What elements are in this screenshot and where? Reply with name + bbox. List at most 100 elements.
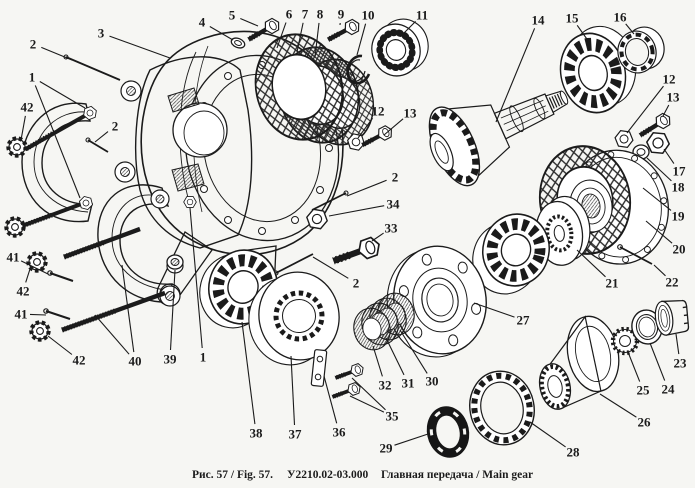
splined-disc-37 bbox=[248, 271, 340, 366]
callout-20: 20 bbox=[673, 242, 686, 257]
callout-leader-41 bbox=[29, 313, 47, 316]
pin-2c bbox=[311, 190, 349, 211]
callout-12: 12 bbox=[663, 72, 676, 87]
callout-leader-23 bbox=[675, 333, 680, 355]
cap-bolt-shank-1a bbox=[25, 112, 89, 151]
callout-35: 35 bbox=[386, 409, 400, 424]
callout-31: 31 bbox=[402, 376, 415, 391]
callout-leader-7 bbox=[296, 22, 304, 53]
callout-leader-3 bbox=[109, 35, 171, 59]
figure-part-number: У2210.02-03.000 bbox=[287, 469, 369, 481]
callout-10: 10 bbox=[362, 8, 375, 23]
callout-41: 41 bbox=[15, 307, 28, 322]
callout-leader-2 bbox=[94, 131, 109, 143]
callout-13: 13 bbox=[404, 106, 418, 121]
callout-5: 5 bbox=[229, 8, 236, 23]
castle-nut-42a bbox=[8, 138, 25, 155]
callout-27: 27 bbox=[517, 313, 531, 328]
bushing-39 bbox=[166, 254, 184, 274]
figure-number: Рис. 57 / Fig. 57. bbox=[192, 469, 273, 481]
callout-8: 8 bbox=[317, 7, 324, 22]
callout-leader-42 bbox=[47, 335, 73, 355]
callout-1: 1 bbox=[200, 350, 207, 365]
callout-4: 4 bbox=[199, 15, 206, 30]
callout-leader-39 bbox=[169, 269, 176, 351]
pin-2b bbox=[85, 137, 109, 153]
callout-leader-6 bbox=[276, 22, 287, 49]
callout-leader-35 bbox=[349, 395, 385, 413]
lock-plate-36 bbox=[310, 349, 328, 387]
callout-15: 15 bbox=[566, 11, 580, 26]
callout-leader-22 bbox=[653, 264, 666, 277]
figure-title: Главная передача / Main gear bbox=[381, 469, 533, 481]
callout-leader-25 bbox=[627, 351, 641, 382]
callout-33: 33 bbox=[385, 221, 399, 236]
stud-40a bbox=[63, 226, 141, 260]
callout-leader-42 bbox=[25, 268, 31, 283]
callout-19: 19 bbox=[672, 209, 686, 224]
callout-42: 42 bbox=[21, 100, 34, 115]
callout-30: 30 bbox=[426, 374, 439, 389]
thrust-ring-28 bbox=[469, 370, 535, 446]
callout-9: 9 bbox=[338, 7, 345, 22]
callout-2: 2 bbox=[112, 119, 119, 134]
callout-leader-32 bbox=[372, 345, 383, 377]
callout-16: 16 bbox=[614, 10, 628, 25]
callout-leader-14 bbox=[495, 28, 536, 123]
callout-leader-12 bbox=[357, 117, 374, 139]
spacer-ring-29 bbox=[426, 406, 470, 458]
callout-32: 32 bbox=[379, 378, 392, 393]
callout-leader-13 bbox=[383, 118, 404, 136]
callout-leader-41 bbox=[20, 260, 49, 275]
callout-leader-4 bbox=[209, 26, 234, 41]
callout-13: 13 bbox=[667, 90, 681, 105]
callout-36: 36 bbox=[333, 425, 347, 440]
callout-2: 2 bbox=[353, 276, 360, 291]
callout-28: 28 bbox=[567, 445, 581, 460]
callout-42: 42 bbox=[73, 353, 86, 368]
callout-leader-12 bbox=[626, 85, 664, 134]
callout-2: 2 bbox=[30, 37, 37, 52]
splined-coupling-26 bbox=[538, 315, 620, 410]
figure-caption: Рис. 57 / Fig. 57. У2210.02-03.000 Главн… bbox=[192, 469, 533, 481]
callout-leader-2 bbox=[346, 179, 387, 197]
callout-21: 21 bbox=[606, 276, 619, 291]
callout-leader-17 bbox=[663, 148, 675, 164]
washer-4 bbox=[230, 37, 246, 49]
callout-37: 37 bbox=[289, 427, 303, 442]
callout-leader-34 bbox=[328, 205, 385, 217]
callout-leader-29 bbox=[394, 433, 429, 446]
callout-leader-18 bbox=[646, 157, 672, 182]
callout-2: 2 bbox=[392, 170, 399, 185]
callout-leader-30 bbox=[399, 329, 428, 374]
callout-41: 41 bbox=[7, 250, 20, 265]
callout-leader-40 bbox=[121, 264, 135, 353]
callout-42: 42 bbox=[17, 284, 30, 299]
cotter-pin-41a bbox=[47, 270, 74, 282]
callout-leader-1 bbox=[39, 81, 86, 109]
castle-nut-42b bbox=[28, 253, 45, 270]
ring-16 bbox=[617, 26, 665, 74]
roller-bearing-15-lower bbox=[465, 207, 556, 301]
callout-leader-35 bbox=[351, 377, 386, 411]
callout-leader-31 bbox=[385, 337, 405, 376]
callout-leader-21 bbox=[576, 249, 606, 278]
star-washer-25 bbox=[610, 326, 640, 356]
callout-leader-24 bbox=[649, 342, 666, 381]
callout-leader-1 bbox=[189, 207, 203, 349]
callout-25: 25 bbox=[637, 383, 651, 398]
callout-leader-11 bbox=[403, 21, 416, 34]
callout-leader-15 bbox=[576, 24, 590, 43]
callout-40: 40 bbox=[129, 354, 142, 369]
callout-leader-8 bbox=[314, 22, 320, 58]
callout-29: 29 bbox=[380, 441, 394, 456]
callout-3: 3 bbox=[98, 26, 105, 41]
callout-leader-2 bbox=[41, 46, 73, 61]
callout-7: 7 bbox=[302, 7, 309, 22]
callout-39: 39 bbox=[164, 352, 178, 367]
callout-26: 26 bbox=[638, 415, 652, 430]
callout-leader-42 bbox=[20, 115, 26, 141]
castle-nut-42d bbox=[6, 218, 23, 235]
callout-leader-16 bbox=[625, 23, 635, 35]
